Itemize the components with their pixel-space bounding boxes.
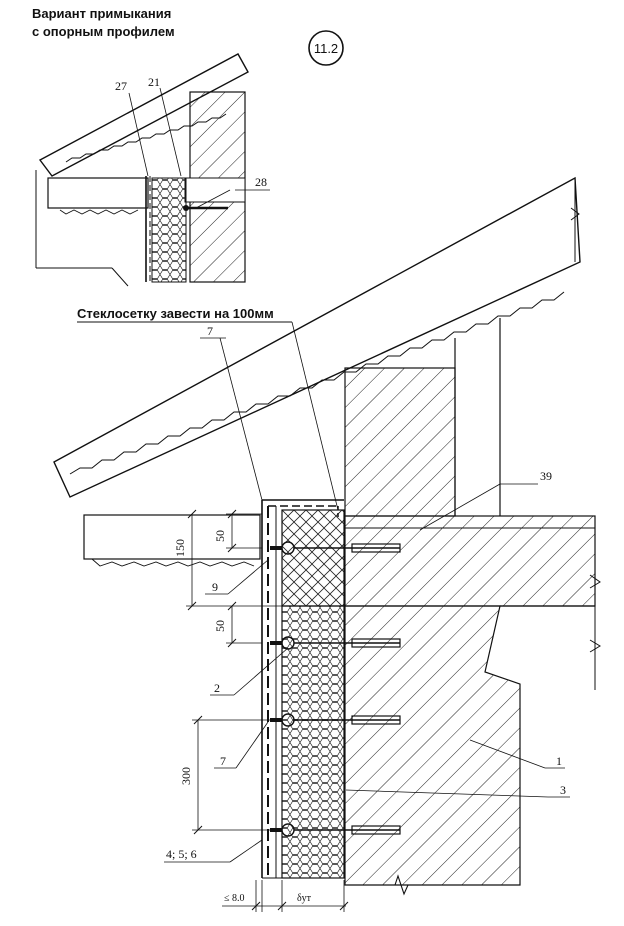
callout-28: 28 bbox=[255, 175, 267, 189]
callout-39: 39 bbox=[419, 469, 552, 531]
top-detail: 27 21 28 bbox=[35, 53, 270, 287]
insulation-layer bbox=[261, 499, 345, 879]
dimension-300: 300 bbox=[179, 715, 282, 835]
dimension-50-top: 50 bbox=[213, 509, 262, 553]
callout-1: 1 bbox=[469, 739, 565, 769]
dim-50-mid-text: 50 bbox=[213, 620, 227, 632]
callout-3: 3 bbox=[345, 783, 570, 798]
dim-150-text: 150 bbox=[173, 539, 187, 557]
dim-dut-text: δут bbox=[297, 893, 312, 904]
sheet-number-circle: 11.2 bbox=[308, 30, 344, 66]
title-block: Вариант примыкания с опорным профилем bbox=[32, 6, 175, 39]
callout-9-text: 9 bbox=[212, 580, 218, 594]
concrete-wall bbox=[344, 318, 601, 896]
callout-39-text: 39 bbox=[540, 469, 552, 483]
callout-2-text: 2 bbox=[214, 681, 220, 695]
dim-50-top-text: 50 bbox=[213, 530, 227, 542]
callout-7-side-text: 7 bbox=[220, 754, 226, 768]
anchor-row-2 bbox=[270, 636, 401, 650]
dimension-bottom: ≤ 8.0 δут bbox=[222, 880, 349, 912]
callout-2: 2 bbox=[210, 647, 289, 696]
dim-le8-text: ≤ 8.0 bbox=[224, 893, 245, 904]
callout-27: 27 bbox=[115, 79, 127, 93]
callout-3-text: 3 bbox=[560, 783, 566, 797]
main-roof bbox=[53, 176, 581, 498]
dim-300-text: 300 bbox=[179, 767, 193, 785]
callout-1-text: 1 bbox=[556, 754, 562, 768]
callout-21: 21 bbox=[148, 75, 160, 89]
eave-soffit bbox=[83, 514, 261, 567]
callout-9: 9 bbox=[205, 559, 269, 595]
callout-4-5-6-text: 4; 5; 6 bbox=[166, 847, 197, 861]
dimension-150: 150 bbox=[173, 509, 282, 611]
dimension-50-mid: 50 bbox=[213, 601, 262, 648]
sheet-number: 11.2 bbox=[314, 41, 338, 56]
callout-7-top-text: 7 bbox=[207, 324, 213, 338]
mesh-note: Стеклосетку завести на 100мм bbox=[77, 306, 339, 511]
callout-4-5-6: 4; 5; 6 bbox=[164, 839, 263, 863]
title-line-2: с опорным профилем bbox=[32, 24, 175, 39]
anchor-row-1 bbox=[270, 541, 401, 555]
callout-7-top: 7 bbox=[200, 324, 263, 501]
mesh-note-text: Стеклосетку завести на 100мм bbox=[77, 306, 274, 321]
callout-7-side: 7 bbox=[214, 721, 269, 769]
title-line-1: Вариант примыкания bbox=[32, 6, 171, 21]
